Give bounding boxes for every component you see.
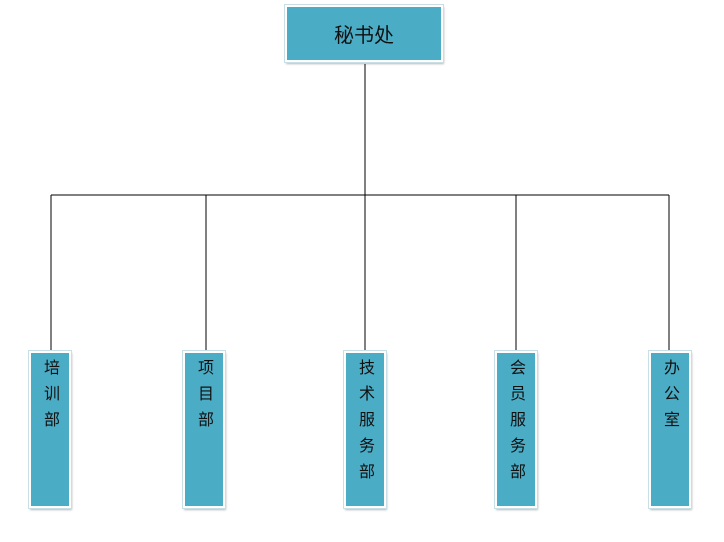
root-node-label: 秘书处: [334, 23, 394, 47]
dept-node-label: 项目部: [195, 359, 214, 437]
dept-node-label: 办公室: [661, 359, 680, 437]
dept-node-training: 培训部: [29, 351, 71, 508]
dept-node-office: 办公室: [649, 351, 691, 508]
dept-node-label: 技术服务部: [356, 359, 375, 489]
dept-node-tech-services: 技术服务部: [344, 351, 386, 508]
root-node: 秘书处: [285, 5, 443, 62]
dept-node-projects: 项目部: [183, 351, 225, 508]
dept-node-member-services: 会员服务部: [495, 351, 537, 508]
dept-node-label: 会员服务部: [507, 359, 526, 489]
dept-node-label: 培训部: [41, 359, 60, 437]
